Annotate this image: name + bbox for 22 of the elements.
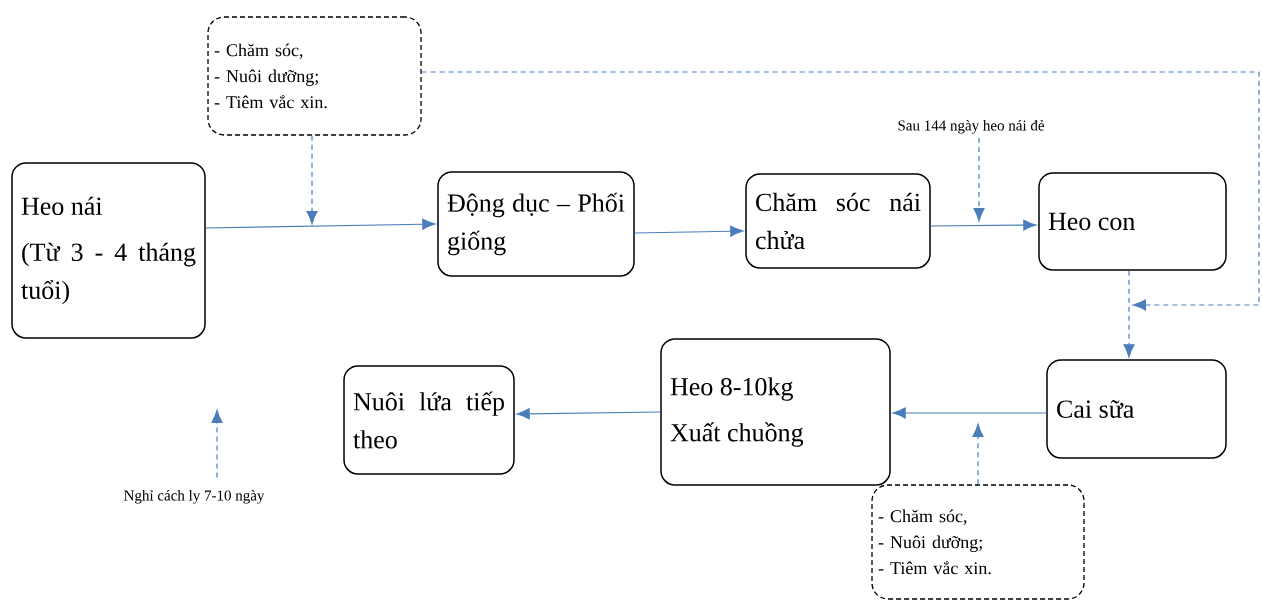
process-box: Heo 8-10kg Xuất chuồng <box>660 338 891 486</box>
arrow <box>892 407 1047 419</box>
arrow <box>634 225 744 237</box>
note-text: Nghỉ cách ly 7-10 ngày <box>124 489 265 504</box>
arrow <box>205 218 436 230</box>
arrow <box>516 408 661 420</box>
process-box: Heo con <box>1038 172 1227 271</box>
process-box: Heo nái (Từ 3 - 4 tháng tuổi) <box>11 162 206 339</box>
process-box: Chăm sóc nái chửa <box>745 173 931 269</box>
arrow <box>930 219 1037 231</box>
dashed-arrow <box>211 409 223 479</box>
note-box: - Chăm sóc, - Nuôi dưỡng; - Tiêm vắc xin. <box>207 16 422 136</box>
process-box: Động dục – Phối giống <box>437 171 635 277</box>
note-text: Sau 144 ngày heo nái đẻ <box>898 119 1044 134</box>
process-box: Nuôi lứa tiếp theo <box>343 365 515 475</box>
note-box: - Chăm sóc, - Nuôi dưỡng; - Tiêm vắc xin. <box>871 484 1085 600</box>
dashed-arrow <box>306 135 318 225</box>
process-box: Cai sữa <box>1046 359 1227 459</box>
dashed-arrow <box>973 137 985 222</box>
dashed-arrow <box>1123 270 1135 358</box>
dashed-arrow <box>972 423 984 485</box>
dashed-arrow <box>421 71 1260 311</box>
